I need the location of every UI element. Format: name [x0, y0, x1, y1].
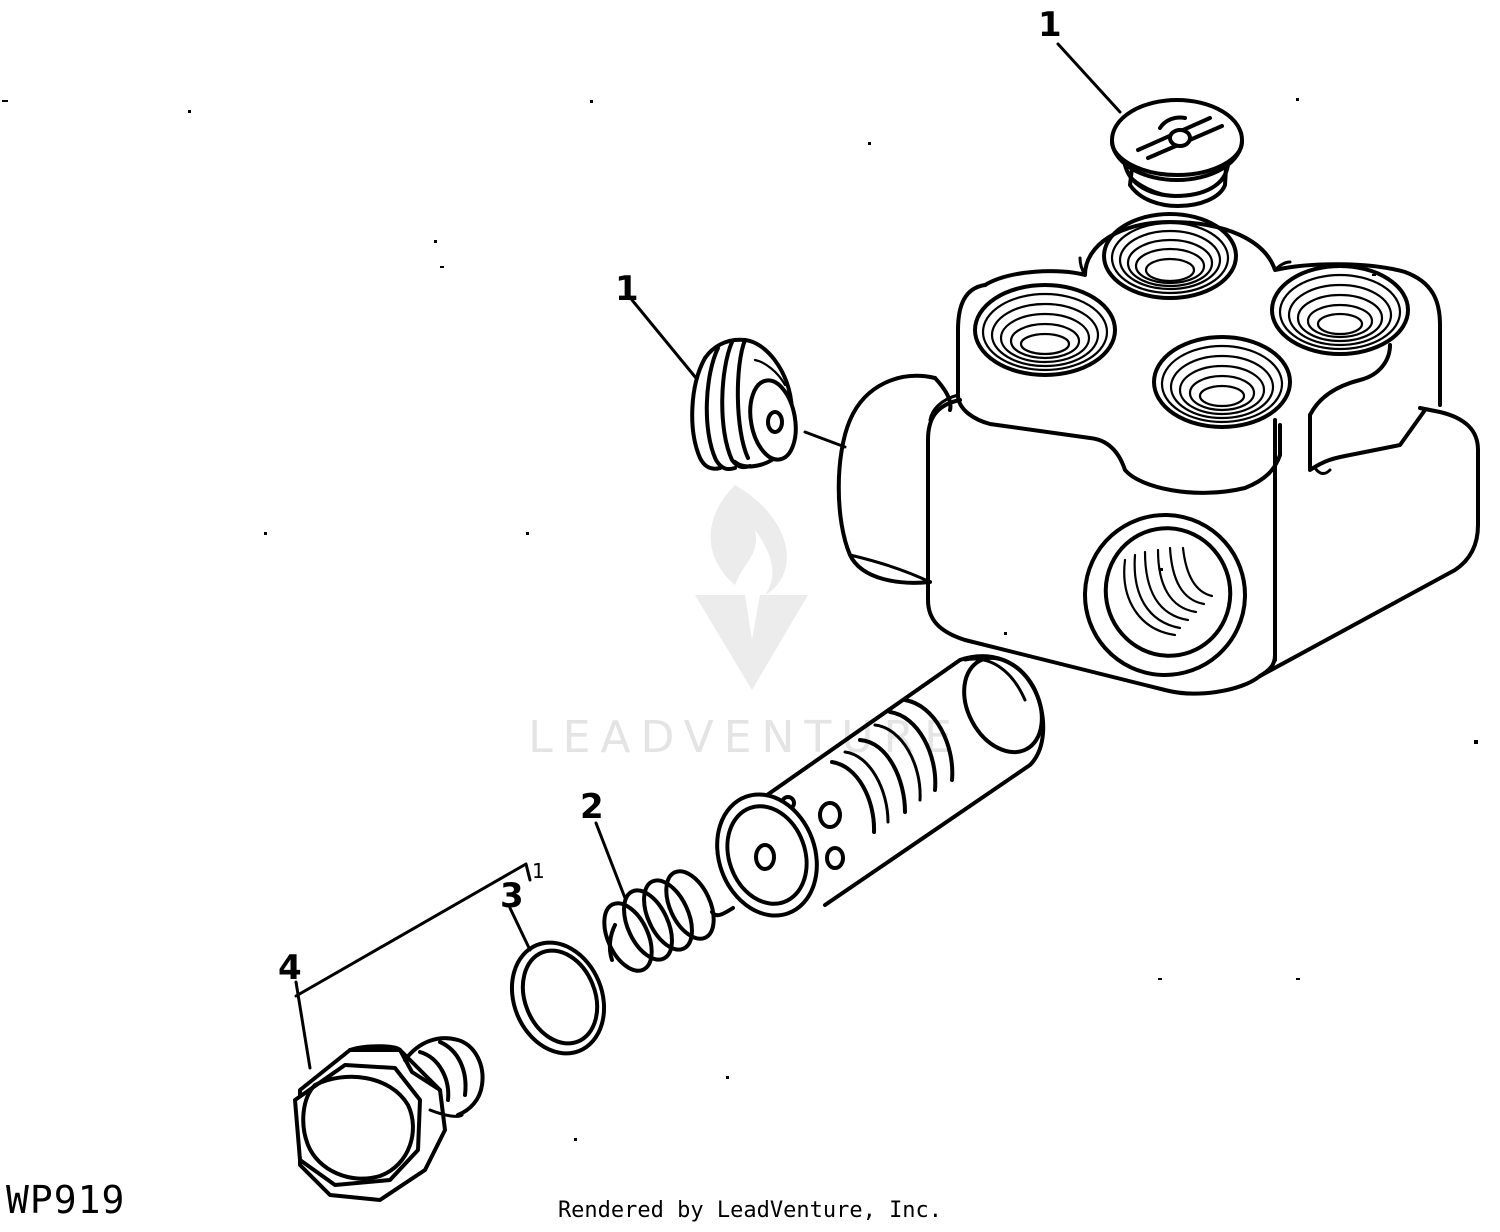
callout-o-ring: 3: [500, 876, 524, 916]
o-ring: [509, 940, 607, 1056]
housing-left-boss: [836, 373, 937, 585]
callout-plug-bolt: 4: [278, 948, 302, 988]
port-left: [973, 283, 1117, 377]
watermark: LEADVENTURE: [528, 485, 962, 763]
callout-plug-top: 1: [1038, 5, 1062, 45]
port-back: [1102, 212, 1238, 300]
port-right: [1270, 264, 1410, 356]
leader-lines: [294, 42, 1122, 1070]
spool: [715, 654, 1046, 918]
housing-lower-body: [926, 398, 1480, 696]
scan-specks: [2, 98, 1478, 1141]
plug-side: [690, 337, 847, 471]
housing-top-outline: [983, 220, 1442, 407]
kit-bracket-mark: 1: [532, 859, 545, 883]
leader-plug-bolt: [294, 980, 312, 1070]
kit-bracket: [294, 862, 532, 998]
watermark-text: LEADVENTURE: [528, 712, 962, 763]
plug-bolt: [293, 1036, 485, 1202]
callout-plug-side: 1: [615, 269, 639, 309]
render-credit: Rendered by LeadVenture, Inc.: [557, 1198, 943, 1223]
housing-top-block: [956, 283, 1282, 495]
housing-side-bore: [1083, 513, 1247, 677]
callout-spring: 2: [580, 787, 604, 827]
plug-top: [1110, 98, 1244, 208]
watermark-v-icon: [695, 595, 808, 690]
callouts: 1 1 2 3 4 1: [278, 5, 1062, 988]
leader-plug-side: [630, 298, 698, 380]
leader-spring: [594, 821, 627, 900]
leader-plug-top: [1056, 42, 1122, 114]
port-front: [1152, 335, 1292, 429]
valve-housing: [836, 212, 1480, 696]
figure-id: WP919: [6, 1178, 126, 1222]
spring: [602, 869, 735, 973]
leader-o-ring: [508, 906, 532, 952]
housing-top-ports: [973, 212, 1410, 429]
watermark-flame-icon: [710, 485, 787, 595]
